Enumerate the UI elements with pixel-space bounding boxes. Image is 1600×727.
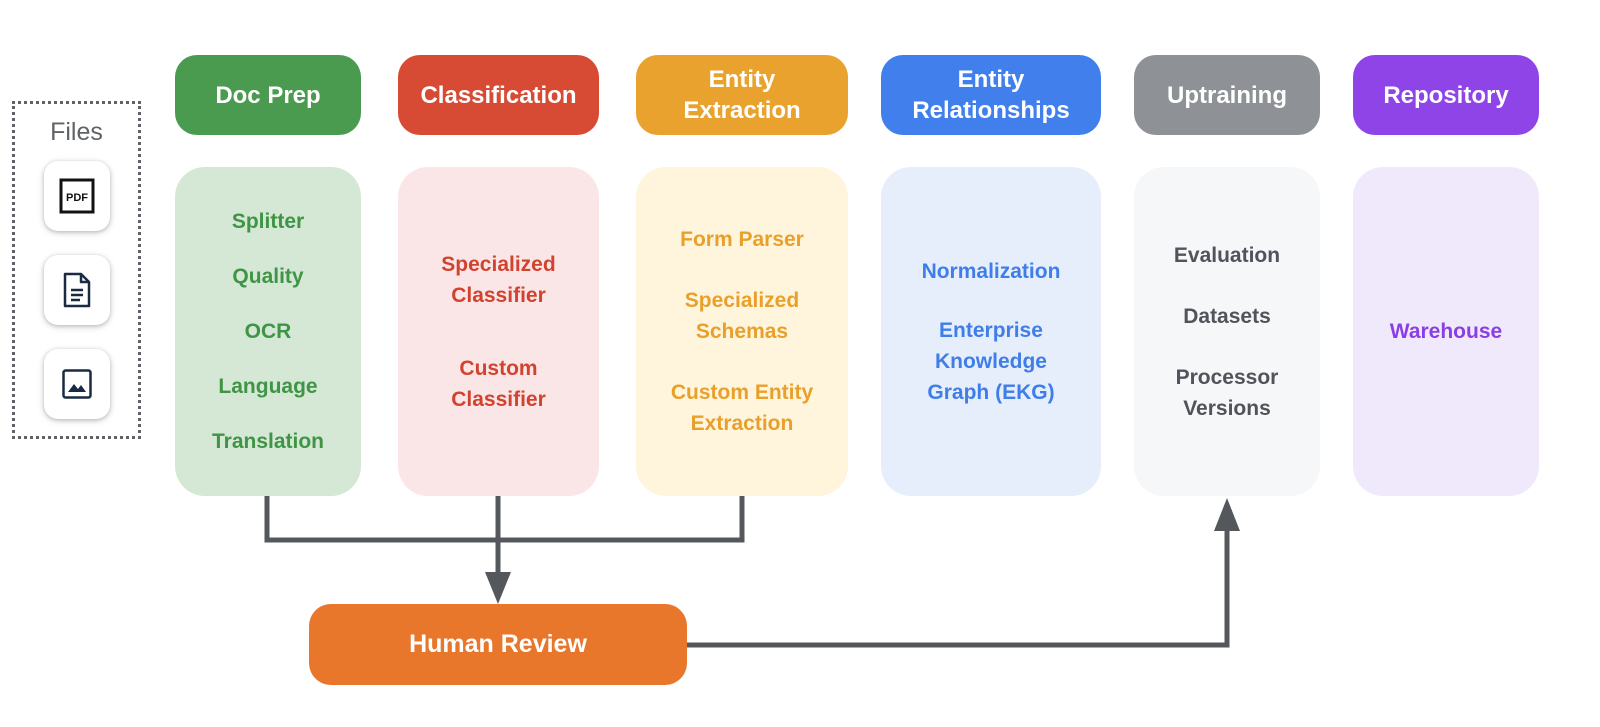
document-icon: [63, 272, 91, 308]
stage-header-repository: Repository: [1353, 55, 1539, 135]
stage-header-uptraining: Uptraining: [1134, 55, 1320, 135]
pdf-file-icon: PDF: [59, 178, 95, 214]
stage-panel-repository: Warehouse: [1353, 167, 1539, 496]
image-icon: [62, 369, 92, 399]
stage-panel-doc-prep: Splitter Quality OCR Language Translatio…: [175, 167, 361, 496]
panel-item-warehouse: Warehouse: [1389, 320, 1503, 343]
pdf-badge: PDF: [66, 192, 88, 204]
stage-panel-entity-extraction: Form Parser Specialized Schemas Custom E…: [636, 167, 848, 496]
arrow-down-icon: [485, 572, 511, 604]
panel-item-enterprise-knowledge-graph: Enterprise Knowledge Graph (EKG): [927, 318, 1055, 404]
panel-item-normalization: Normalization: [921, 259, 1061, 283]
human-review-box: Human Review: [309, 604, 687, 685]
stage-panel-entity-relationships: Normalization Enterprise Knowledge Graph…: [881, 167, 1101, 496]
panel-item-processor-versions: Processor Versions: [1175, 365, 1279, 420]
panel-item-specialized-classifier: Specialized Classifier: [441, 252, 556, 307]
stage-header-entity-relationships: Entity Relationships: [881, 55, 1101, 135]
merge-connector-line: [264, 496, 745, 543]
panel-item-language: Language: [218, 375, 318, 398]
panel-item-translation: Translation: [211, 430, 325, 453]
stage-panel-uptraining: Evaluation Datasets Processor Versions: [1134, 167, 1320, 496]
human-review-label: Human Review: [409, 630, 587, 658]
review-to-uptraining-connector-line: [687, 528, 1230, 648]
panel-item-custom-classifier: Custom Classifier: [451, 356, 546, 411]
files-group: Files PDF: [12, 101, 141, 439]
document-file-card: [44, 255, 110, 325]
files-title: Files: [50, 118, 103, 146]
panel-item-custom-entity-extraction: Custom Entity Extraction: [670, 381, 814, 435]
panel-item-ocr: OCR: [244, 320, 292, 343]
panel-item-form-parser: Form Parser: [680, 228, 804, 251]
pdf-file-card: PDF: [44, 161, 110, 231]
stage-panel-classification: Specialized Classifier Custom Classifier: [398, 167, 599, 496]
image-file-card: [44, 349, 110, 419]
panel-item-evaluation: Evaluation: [1173, 243, 1281, 267]
stage-header-classification: Classification: [398, 55, 599, 135]
stage-header-entity-extraction: Entity Extraction: [636, 55, 848, 135]
panel-item-specialized-schemas: Specialized Schemas: [684, 289, 800, 343]
arrow-up-icon: [1214, 498, 1240, 531]
panel-item-datasets: Datasets: [1183, 304, 1271, 328]
panel-item-splitter: Splitter: [231, 210, 305, 233]
panel-item-quality: Quality: [232, 265, 304, 288]
stage-header-doc-prep: Doc Prep: [175, 55, 361, 135]
